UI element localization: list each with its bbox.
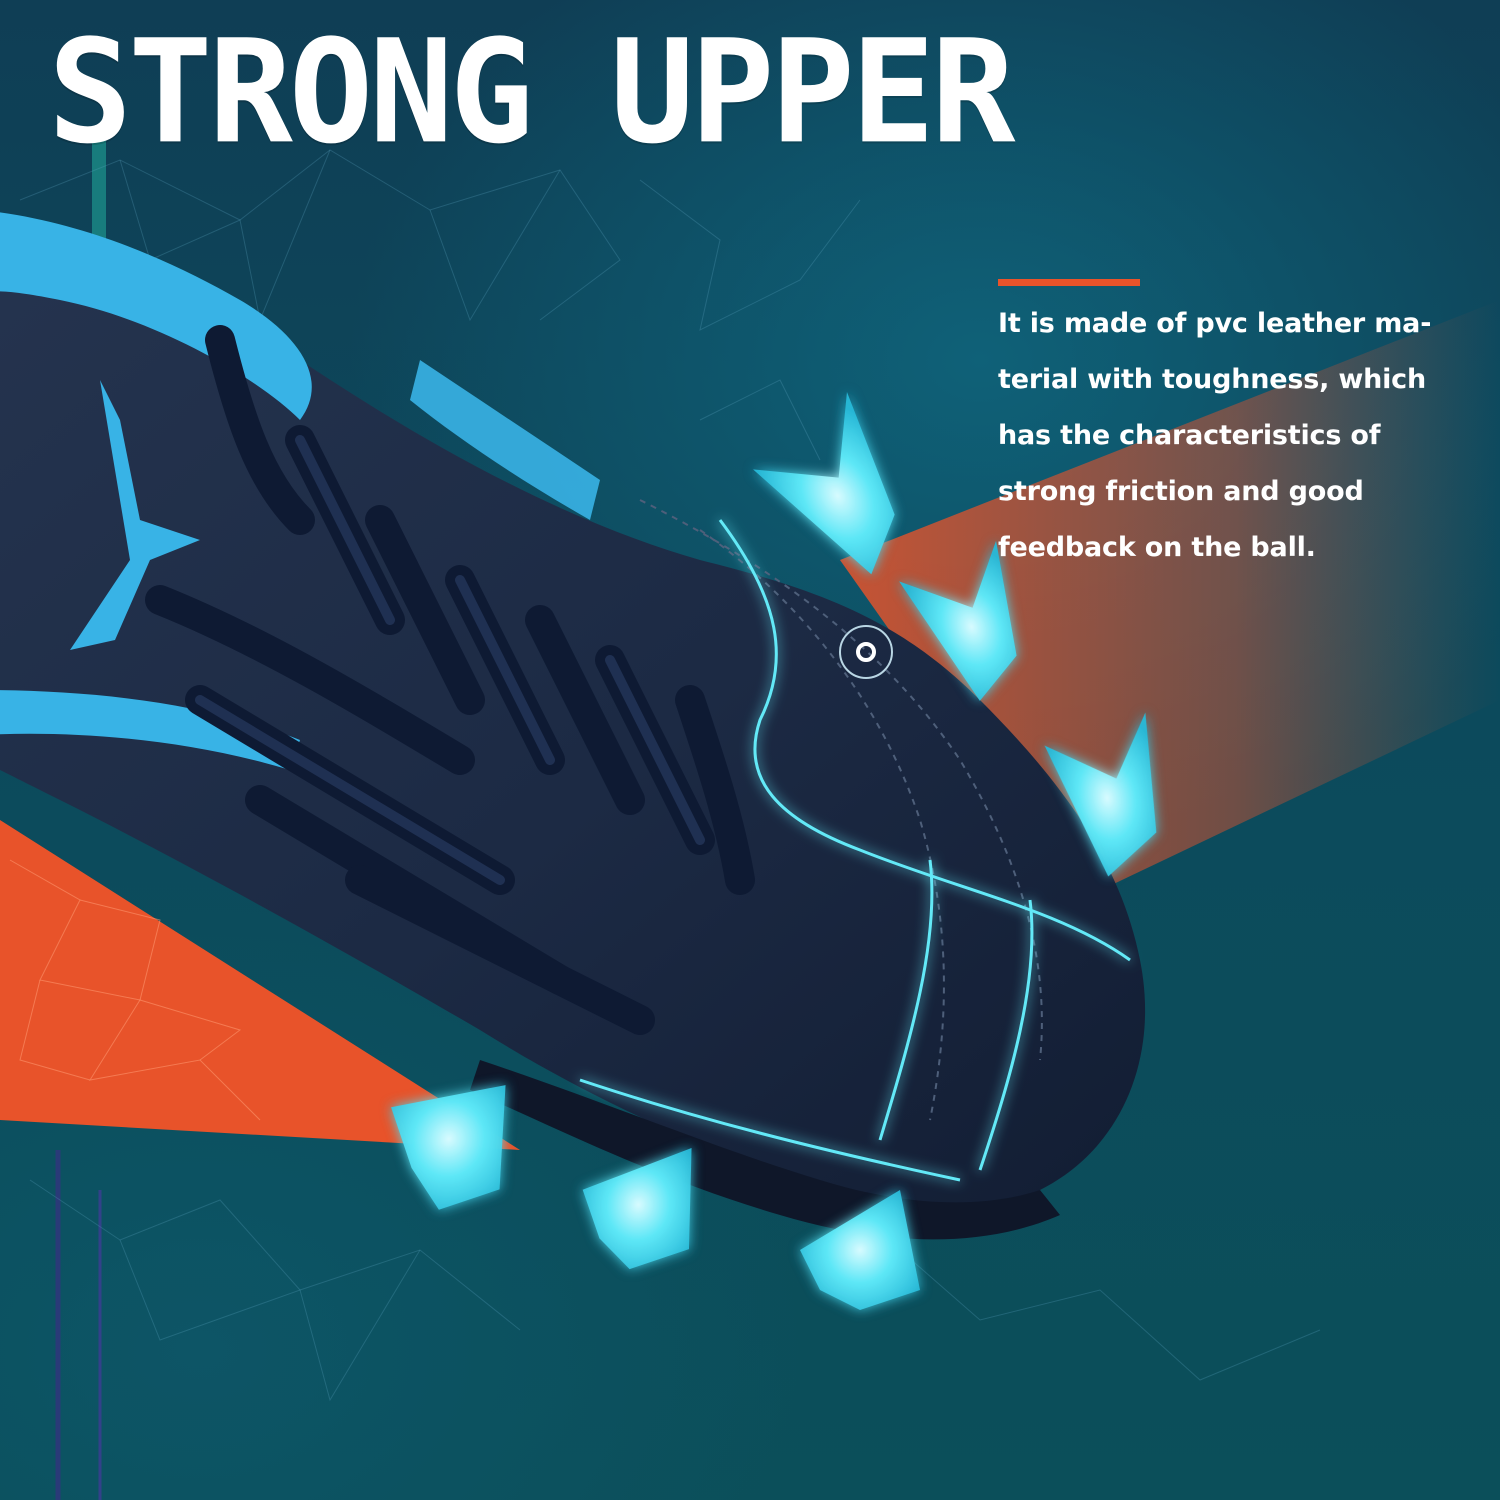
wireframe-pattern bbox=[19, 149, 1321, 1402]
arrow-icon bbox=[391, 1085, 506, 1210]
feature-description: It is made of pvc leather ma- terial wit… bbox=[998, 308, 1432, 563]
arrow-icon bbox=[753, 392, 895, 575]
target-icon bbox=[839, 625, 893, 679]
arrow-icon bbox=[800, 1190, 920, 1310]
orange-triangle bbox=[0, 820, 520, 1150]
arrow-icon bbox=[899, 540, 1017, 701]
headline: STRONG UPPER bbox=[48, 9, 1015, 177]
arrow-icon bbox=[1044, 712, 1157, 877]
arrow-icon bbox=[582, 1148, 692, 1270]
football-shoe bbox=[0, 212, 1146, 1240]
wireframe-pattern bbox=[9, 859, 261, 1121]
accent-rule bbox=[998, 279, 1140, 286]
